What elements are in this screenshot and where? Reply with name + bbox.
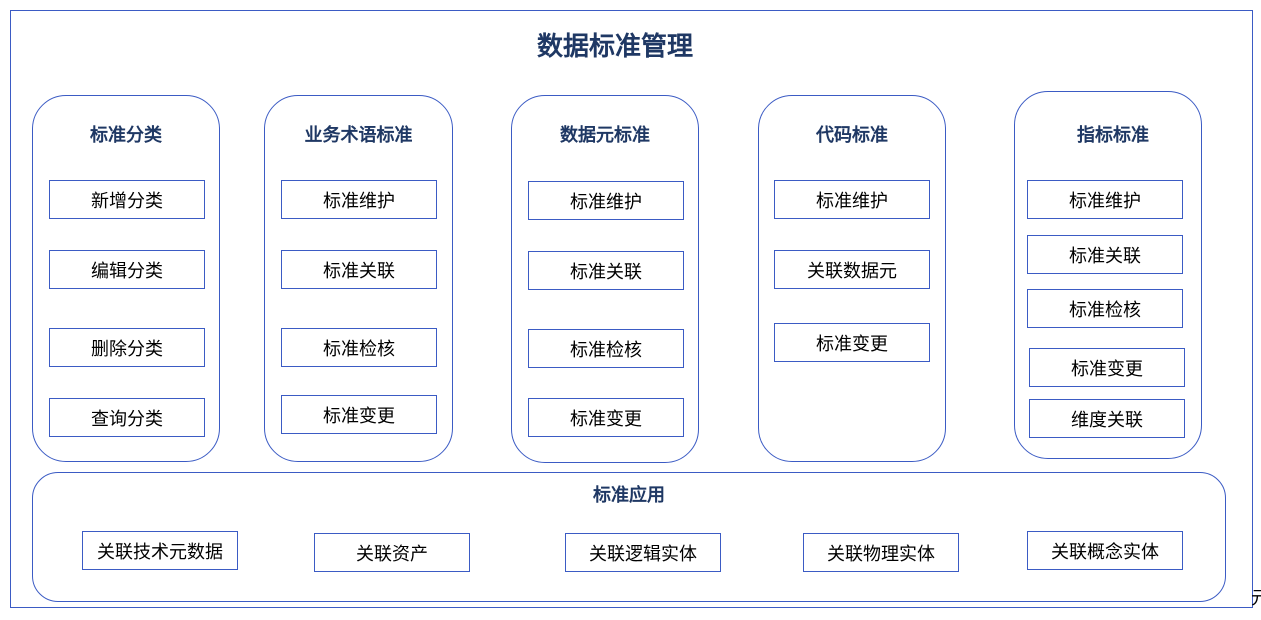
item-standard-link[interactable]: 标准关联 [281, 250, 437, 289]
item-standard-check[interactable]: 标准检核 [1027, 289, 1183, 328]
item-standard-maintain[interactable]: 标准维护 [774, 180, 930, 219]
item-link-logical-entity[interactable]: 关联逻辑实体 [565, 533, 721, 572]
item-standard-maintain[interactable]: 标准维护 [281, 180, 437, 219]
group-standard-application: 标准应用 关联技术元数据 关联资产 关联逻辑实体 关联物理实体 关联概念实体 [32, 472, 1226, 602]
item-delete-category[interactable]: 删除分类 [49, 328, 205, 367]
clipped-text: 元 [1251, 588, 1261, 609]
item-add-category[interactable]: 新增分类 [49, 180, 205, 219]
item-standard-change[interactable]: 标准变更 [281, 395, 437, 434]
group-data-element-standard: 数据元标准 标准维护 标准关联 标准检核 标准变更 [511, 95, 699, 463]
item-standard-link[interactable]: 标准关联 [1027, 235, 1183, 274]
group-title: 标准应用 [593, 485, 665, 506]
item-query-category[interactable]: 查询分类 [49, 398, 205, 437]
diagram-title: 数据标准管理 [536, 32, 693, 62]
item-dimension-link[interactable]: 维度关联 [1029, 399, 1185, 438]
group-title: 指标标准 [1077, 125, 1149, 146]
item-standard-change[interactable]: 标准变更 [1029, 348, 1185, 387]
item-standard-change[interactable]: 标准变更 [528, 398, 684, 437]
item-edit-category[interactable]: 编辑分类 [49, 250, 205, 289]
group-title: 代码标准 [816, 125, 888, 146]
diagram-frame [10, 10, 1253, 608]
group-title: 业务术语标准 [304, 125, 413, 146]
item-standard-check[interactable]: 标准检核 [528, 329, 684, 368]
group-title: 标准分类 [90, 125, 162, 146]
item-standard-maintain[interactable]: 标准维护 [528, 181, 684, 220]
item-standard-change[interactable]: 标准变更 [774, 323, 930, 362]
group-standard-category: 标准分类 新增分类 编辑分类 删除分类 查询分类 [32, 95, 220, 462]
item-link-data-element[interactable]: 关联数据元 [774, 250, 930, 289]
item-link-concept-entity[interactable]: 关联概念实体 [1027, 531, 1183, 570]
item-link-tech-metadata[interactable]: 关联技术元数据 [82, 531, 238, 570]
item-standard-maintain[interactable]: 标准维护 [1027, 180, 1183, 219]
item-link-physical-entity[interactable]: 关联物理实体 [803, 533, 959, 572]
group-indicator-standard: 指标标准 标准维护 标准关联 标准检核 标准变更 维度关联 [1014, 91, 1202, 459]
item-link-assets[interactable]: 关联资产 [314, 533, 470, 572]
item-standard-link[interactable]: 标准关联 [528, 251, 684, 290]
group-title: 数据元标准 [560, 125, 650, 146]
group-business-term-standard: 业务术语标准 标准维护 标准关联 标准检核 标准变更 [264, 95, 453, 462]
item-standard-check[interactable]: 标准检核 [281, 328, 437, 367]
group-code-standard: 代码标准 标准维护 关联数据元 标准变更 [758, 95, 946, 462]
